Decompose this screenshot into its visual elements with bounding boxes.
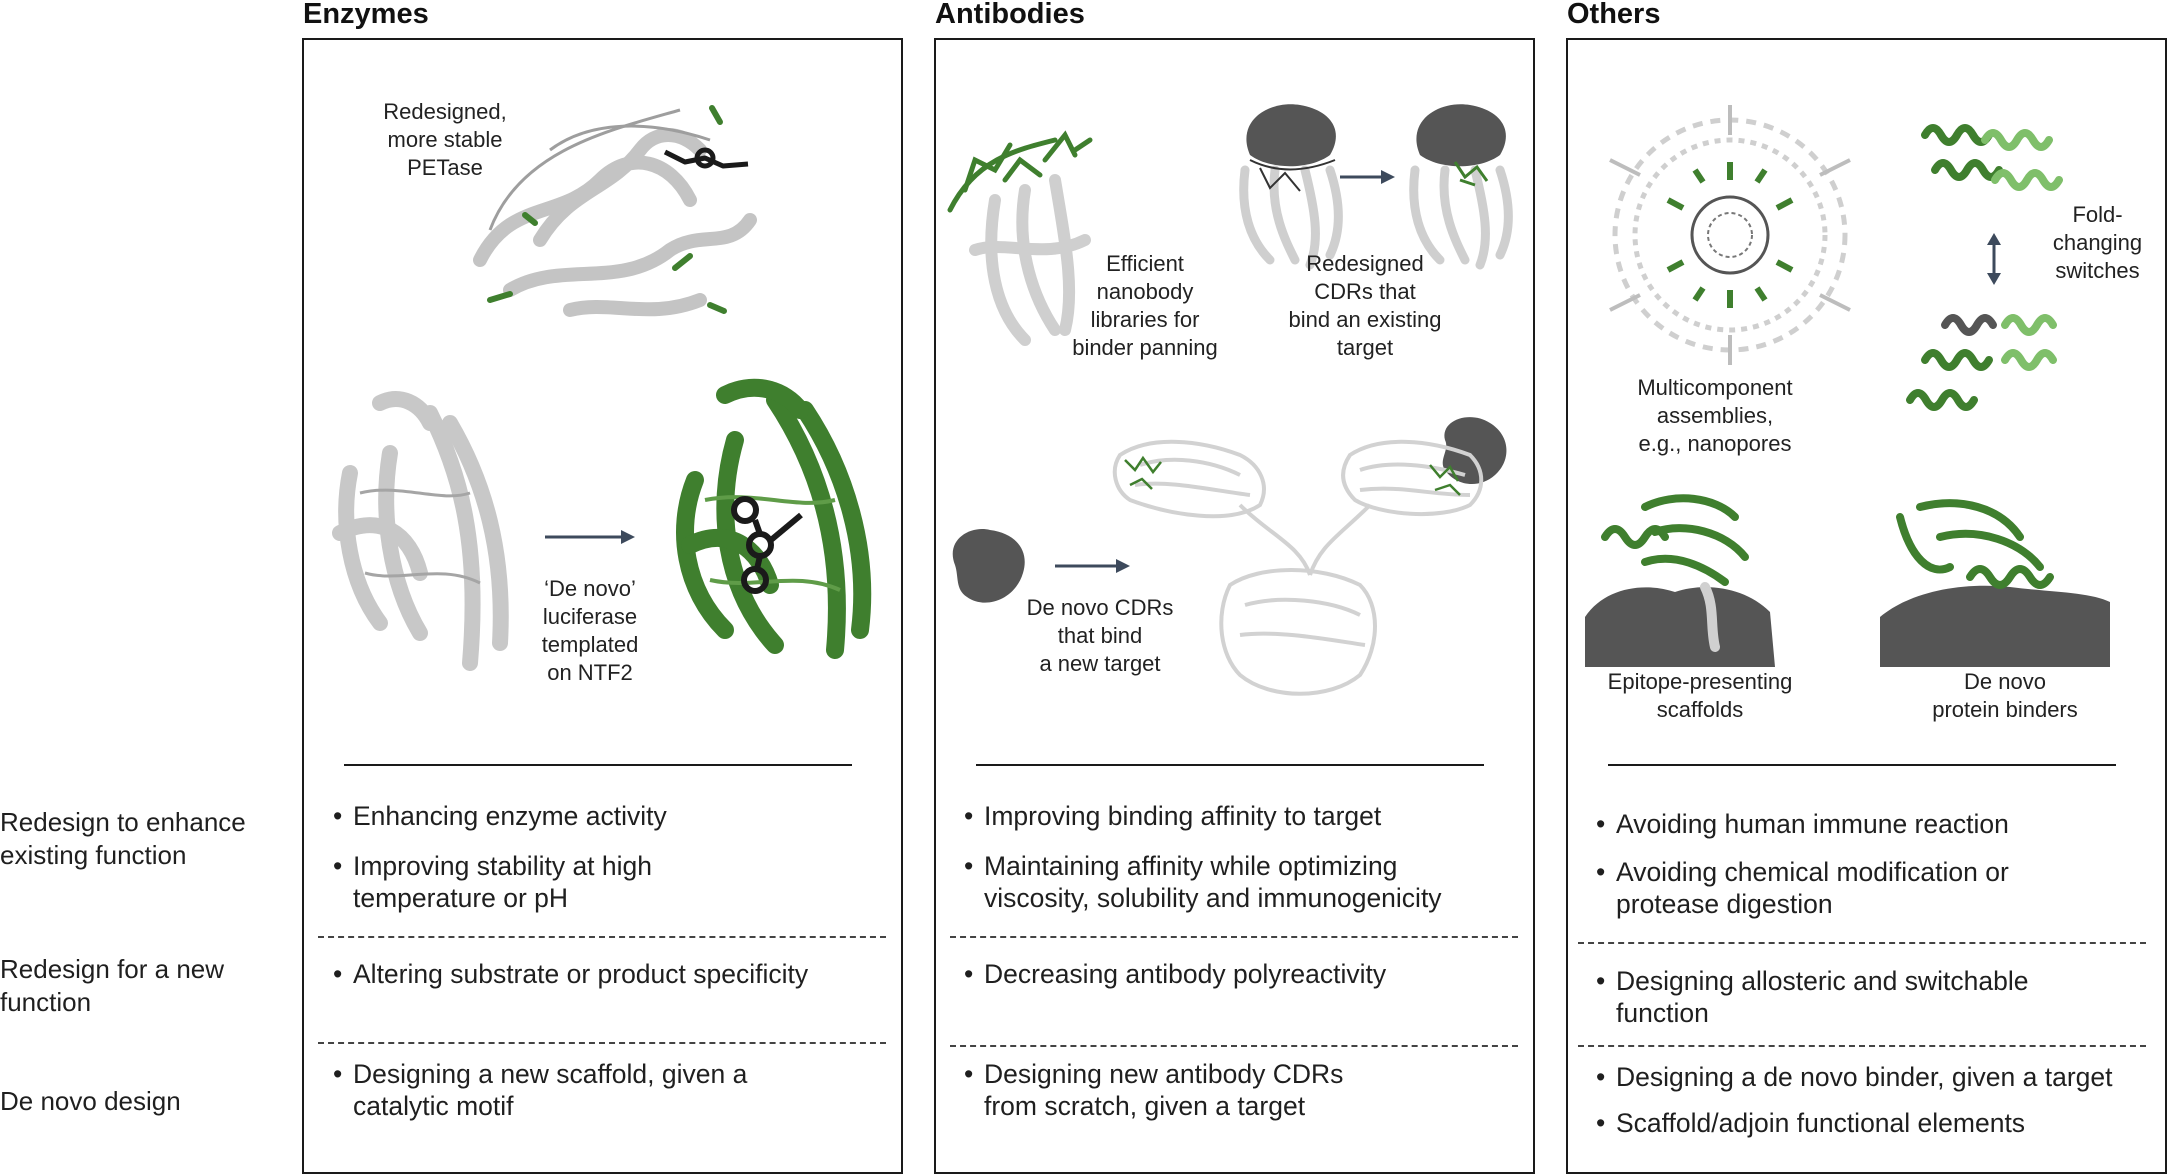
panel-enzymes [302,38,903,1174]
list-item: •Maintaining affinity while optimizing v… [964,851,1442,913]
caption-fold-changing-switches: Fold- changing switches [2052,202,2143,283]
caption-epitope-scaffolds: Epitope-presenting scaffolds [1607,669,1793,722]
caption-de-novo-cdrs: De novo CDRs that bind a new target [1026,595,1174,676]
nanobody-illustration [947,130,1093,346]
list-item: •Improving binding affinity to target [964,801,1382,831]
list-item: •Avoiding human immune reaction [1596,809,2009,839]
dashed-separator [950,1045,1518,1047]
double-arrow-icon [1987,233,2001,285]
petase-structure-illustration [473,105,757,317]
list-item: •Improving stability at high temperature… [333,851,653,913]
list-item: •Scaffold/adjoin functional elements [1596,1108,2026,1138]
row-label-de-novo: De novo design [0,1086,181,1116]
epitope-scaffold-illustration [1585,494,1775,667]
ntf2-scaffold-illustration [332,391,509,671]
dashed-separator [950,936,1518,938]
heading-enzymes: Enzymes [303,0,429,30]
de-novo-luciferase-illustration [676,378,872,659]
row-label-enhance: Redesign to enhance existing function [0,807,246,870]
list-item: •Designing allosteric and switchable fun… [1596,966,2029,1028]
panel-divider-antibodies [976,764,1484,766]
caption-nanobody-libraries: Efficient nanobody libraries for binder … [1072,251,1218,360]
nanopore-assembly-illustration [1609,105,1851,365]
heading-antibodies: Antibodies [935,0,1085,30]
panel-divider-enzymes [344,764,852,766]
caption-multicomponent-assemblies: Multicomponent assemblies, e.g., nanopor… [1637,375,1793,456]
dashed-separator [1578,1045,2146,1047]
caption-luciferase: ‘De novo’ luciferase templated on NTF2 [541,576,639,685]
row-label-new-function: Redesign for a new function [0,954,225,1017]
list-item: •Altering substrate or product specifici… [333,959,809,989]
fold-switch-state-b-illustration [1906,314,2057,411]
arrow-right-icon [1055,559,1130,573]
panel-antibodies [934,38,1535,1174]
caption-de-novo-binders: De novo protein binders [1932,669,2078,722]
list-item: •Decreasing antibody polyreactivity [964,959,1387,989]
dashed-separator [318,1042,886,1044]
de-novo-binder-illustration [1880,499,2110,667]
list-item: •Designing a new scaffold, given a catal… [333,1059,748,1121]
list-item: •Avoiding chemical modification or prote… [1596,857,2009,919]
dashed-separator [1578,942,2146,944]
caption-petase: Redesigned, more stable PETase [383,99,507,180]
dashed-separator [318,936,886,938]
antibody-igg-illustration [1112,417,1507,696]
heading-others: Others [1567,0,1661,30]
list-item: •Designing a de novo binder, given a tar… [1596,1062,2113,1092]
fold-switch-state-a-illustration [1921,124,2063,191]
caption-redesigned-cdrs: Redesigned CDRs that bind an existing ta… [1288,251,1442,360]
list-item: •Enhancing enzyme activity [333,801,667,831]
cdr-redesign-after-illustration [1409,104,1513,270]
cdr-redesign-before-illustration [1239,104,1343,270]
list-item: •Designing new antibody CDRs from scratc… [964,1059,1344,1121]
panel-divider-others [1608,764,2116,766]
target-antigen-illustration [952,529,1025,603]
panel-others [1566,38,2167,1174]
arrow-right-icon [1340,170,1395,184]
arrow-right-icon [545,530,635,544]
